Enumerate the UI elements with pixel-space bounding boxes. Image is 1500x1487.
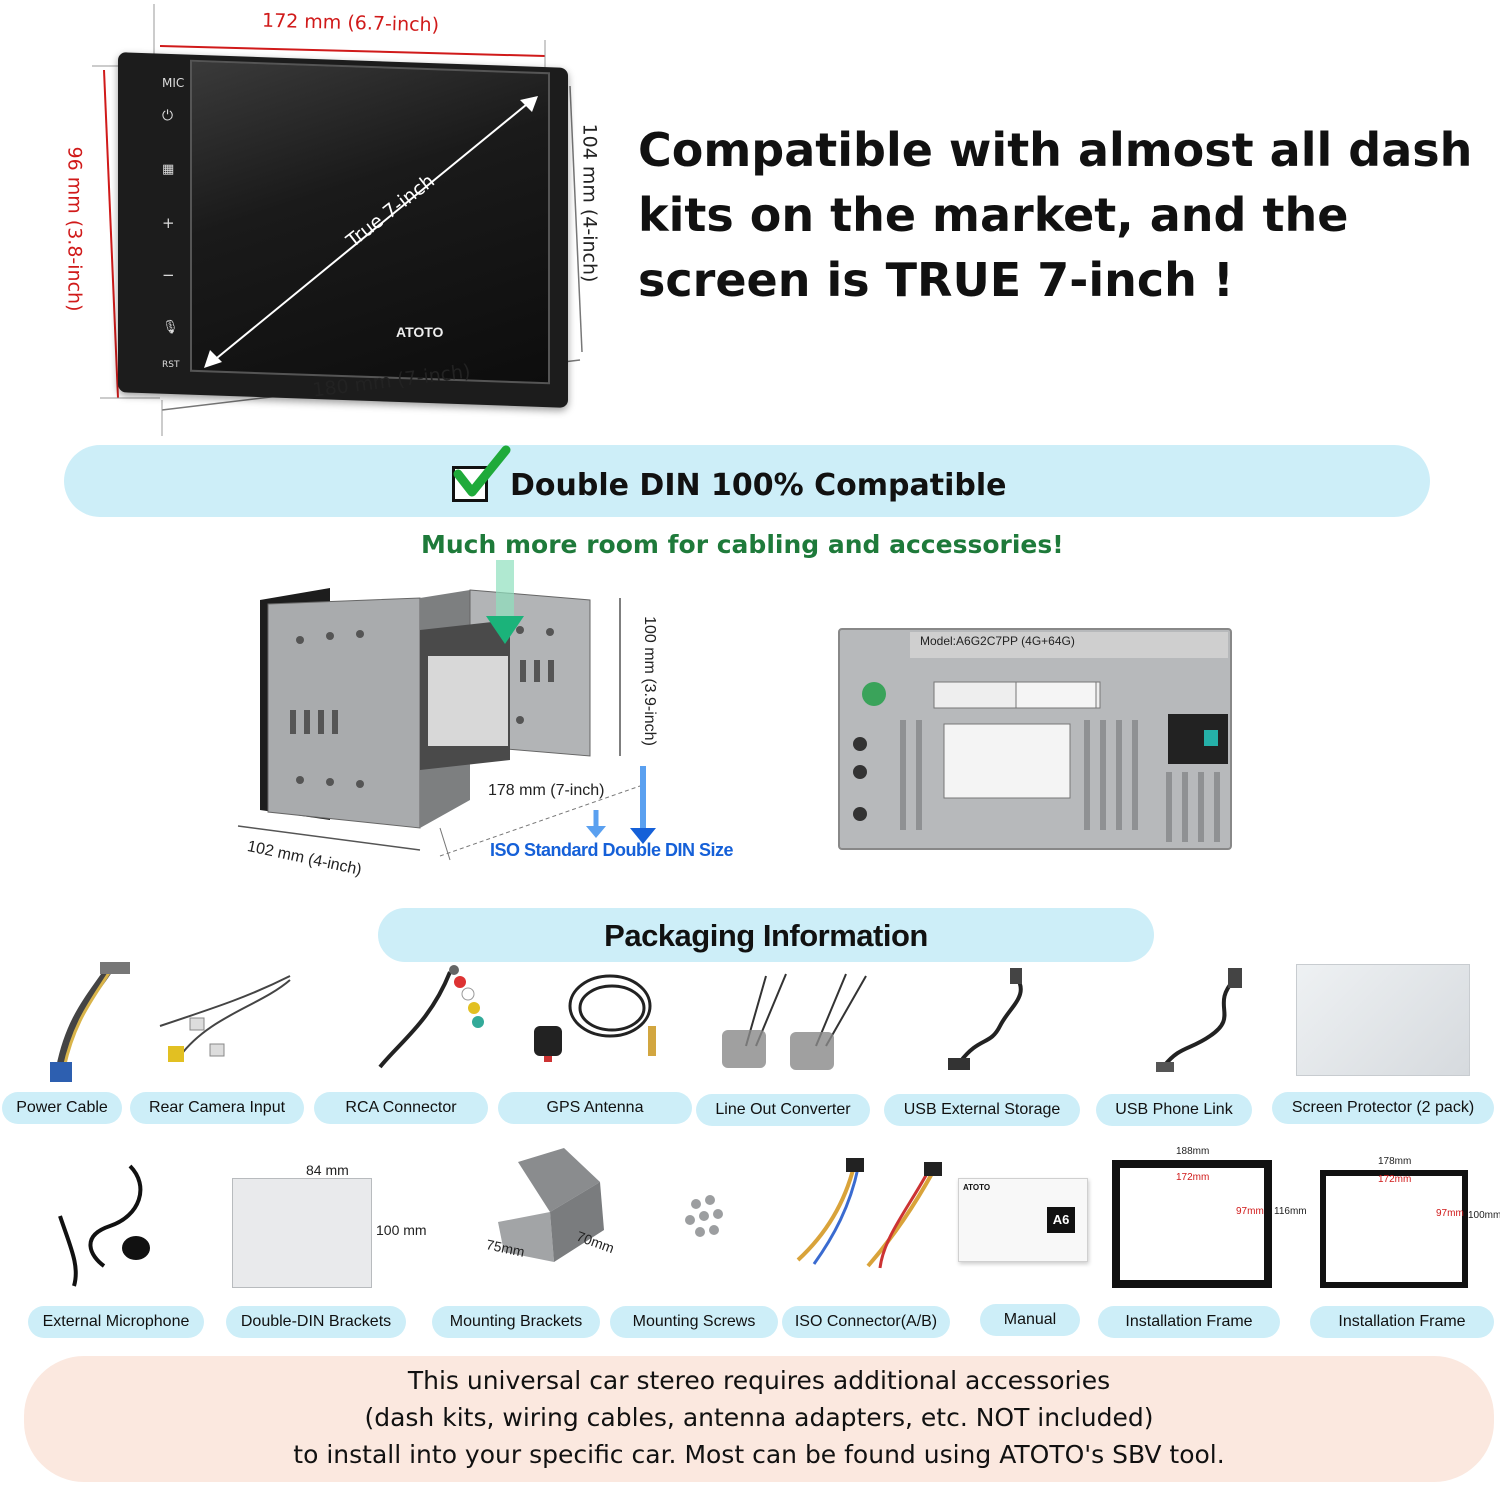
bracket-width-label: 84 mm bbox=[306, 1162, 349, 1178]
frame1-outer-height: 116mm bbox=[1274, 1206, 1307, 1217]
chassis-figure bbox=[220, 560, 780, 890]
frame2-outer-width: 178mm bbox=[1378, 1156, 1412, 1167]
diagonal-arrow bbox=[204, 96, 538, 368]
frame1-outer-width: 188mm bbox=[1176, 1146, 1210, 1157]
item-power-cable: Power Cable bbox=[2, 1092, 122, 1124]
rear-camera-cable-image bbox=[159, 975, 291, 1062]
mic-label: MIC bbox=[162, 76, 185, 90]
home-icon: ▦ bbox=[162, 162, 175, 177]
brand-logo: ATOTO bbox=[396, 324, 444, 340]
usb-phone-link-image bbox=[1156, 968, 1242, 1072]
volume-up-icon: + bbox=[162, 214, 175, 232]
packaging-title: Packaging Information bbox=[604, 918, 928, 953]
packaging-banner bbox=[378, 908, 1154, 962]
chassis-width-label: 178 mm (7-inch) bbox=[488, 782, 605, 799]
accessories-notice bbox=[24, 1356, 1494, 1482]
item-mounting-brackets: Mounting Brackets bbox=[432, 1306, 600, 1338]
item-iso-connector: ISO Connector(A/B) bbox=[782, 1306, 950, 1338]
iso-size-label: ISO Standard Double DIN Size bbox=[490, 840, 734, 860]
manual-badge: A6 bbox=[1047, 1207, 1075, 1233]
item-double-din-brackets: Double-DIN Brackets bbox=[226, 1306, 406, 1338]
installation-frame-1-image bbox=[1112, 1160, 1272, 1288]
notice-line-3: to install into your specific car. Most … bbox=[293, 1440, 1225, 1469]
checkmark-icon bbox=[453, 445, 511, 497]
model-label: Model:A6G2C7PP (4G+64G) bbox=[920, 634, 1075, 648]
item-gps-antenna: GPS Antenna bbox=[498, 1092, 692, 1124]
installation-frame-2-image bbox=[1320, 1170, 1468, 1288]
frame2-inner-height: 97mm bbox=[1436, 1208, 1464, 1219]
item-mounting-screws: Mounting Screws bbox=[610, 1306, 778, 1338]
bracket-height-label: 100 mm bbox=[376, 1222, 427, 1238]
width-top-label: 172 mm (6.7-inch) bbox=[261, 9, 440, 37]
headline-line-3: screen is TRUE 7-inch ! bbox=[638, 253, 1234, 307]
external-microphone-image bbox=[58, 1164, 150, 1287]
double-din-brackets-image bbox=[232, 1178, 372, 1288]
rear-panel-drawing bbox=[853, 632, 1228, 842]
mounting-brackets-image bbox=[498, 1148, 604, 1262]
notice-line-1: This universal car stereo requires addit… bbox=[407, 1366, 1111, 1395]
notice-line-2: (dash kits, wiring cables, antenna adapt… bbox=[364, 1403, 1154, 1432]
volume-down-icon: − bbox=[162, 266, 175, 284]
item-rear-camera-input: Rear Camera Input bbox=[130, 1092, 304, 1124]
headline: Compatible with almost all dash kits on … bbox=[638, 118, 1478, 313]
item-manual: Manual bbox=[980, 1304, 1080, 1336]
item-installation-frame-1: Installation Frame bbox=[1098, 1306, 1280, 1338]
rear-panel-photo bbox=[838, 628, 1232, 850]
power-icon: ⏻ bbox=[162, 108, 174, 124]
manual-image: ATOTO A6 bbox=[958, 1178, 1088, 1262]
frame1-inner-height: 97mm bbox=[1236, 1206, 1264, 1217]
item-usb-phone-link: USB Phone Link bbox=[1096, 1094, 1252, 1126]
item-usb-external-storage: USB External Storage bbox=[884, 1094, 1080, 1126]
voice-icon: 🎙 bbox=[162, 320, 179, 335]
headline-line-2: kits on the market, and the bbox=[638, 188, 1349, 242]
manual-brand: ATOTO bbox=[963, 1183, 991, 1192]
chassis-drawing bbox=[237, 560, 656, 861]
item-installation-frame-2: Installation Frame bbox=[1310, 1306, 1494, 1338]
line-out-converter-image bbox=[722, 973, 867, 1070]
height-right-label: 104 mm (4-inch) bbox=[578, 123, 601, 283]
side-button-panel: MIC ⏻ ▦ + − 🎙 RST bbox=[158, 70, 188, 380]
screen-protector-image bbox=[1296, 964, 1470, 1076]
height-left-label: 96 mm (3.8-inch) bbox=[63, 146, 86, 312]
compat-subtitle: Much more room for cabling and accessori… bbox=[421, 530, 1064, 559]
frame2-inner-width: 172mm bbox=[1378, 1174, 1412, 1185]
usb-storage-cable-image bbox=[948, 968, 1023, 1070]
item-line-out-converter: Line Out Converter bbox=[696, 1094, 870, 1126]
item-screen-protector: Screen Protector (2 pack) bbox=[1272, 1092, 1494, 1124]
item-rca-connector: RCA Connector bbox=[314, 1092, 488, 1124]
mounting-screws-image bbox=[685, 1195, 723, 1237]
rst-label: RST bbox=[162, 360, 180, 370]
item-external-microphone: External Microphone bbox=[28, 1306, 204, 1338]
frame2-outer-height: 100mm bbox=[1468, 1210, 1500, 1221]
compat-title: Double DIN 100% Compatible bbox=[510, 468, 1007, 503]
power-cable-image bbox=[50, 962, 130, 1082]
frame1-inner-width: 172mm bbox=[1176, 1172, 1210, 1183]
iso-connector-image bbox=[796, 1158, 942, 1269]
headline-line-1: Compatible with almost all dash bbox=[638, 123, 1473, 177]
chassis-height-label: 100 mm (3.9-inch) bbox=[640, 616, 658, 746]
gps-antenna-image bbox=[534, 974, 656, 1062]
compat-banner bbox=[64, 445, 1430, 517]
stereo-dimension-figure: MIC ⏻ ▦ + − 🎙 RST True 7-inch ATOTO 172 … bbox=[0, 0, 620, 440]
rca-connector-image bbox=[378, 965, 484, 1069]
